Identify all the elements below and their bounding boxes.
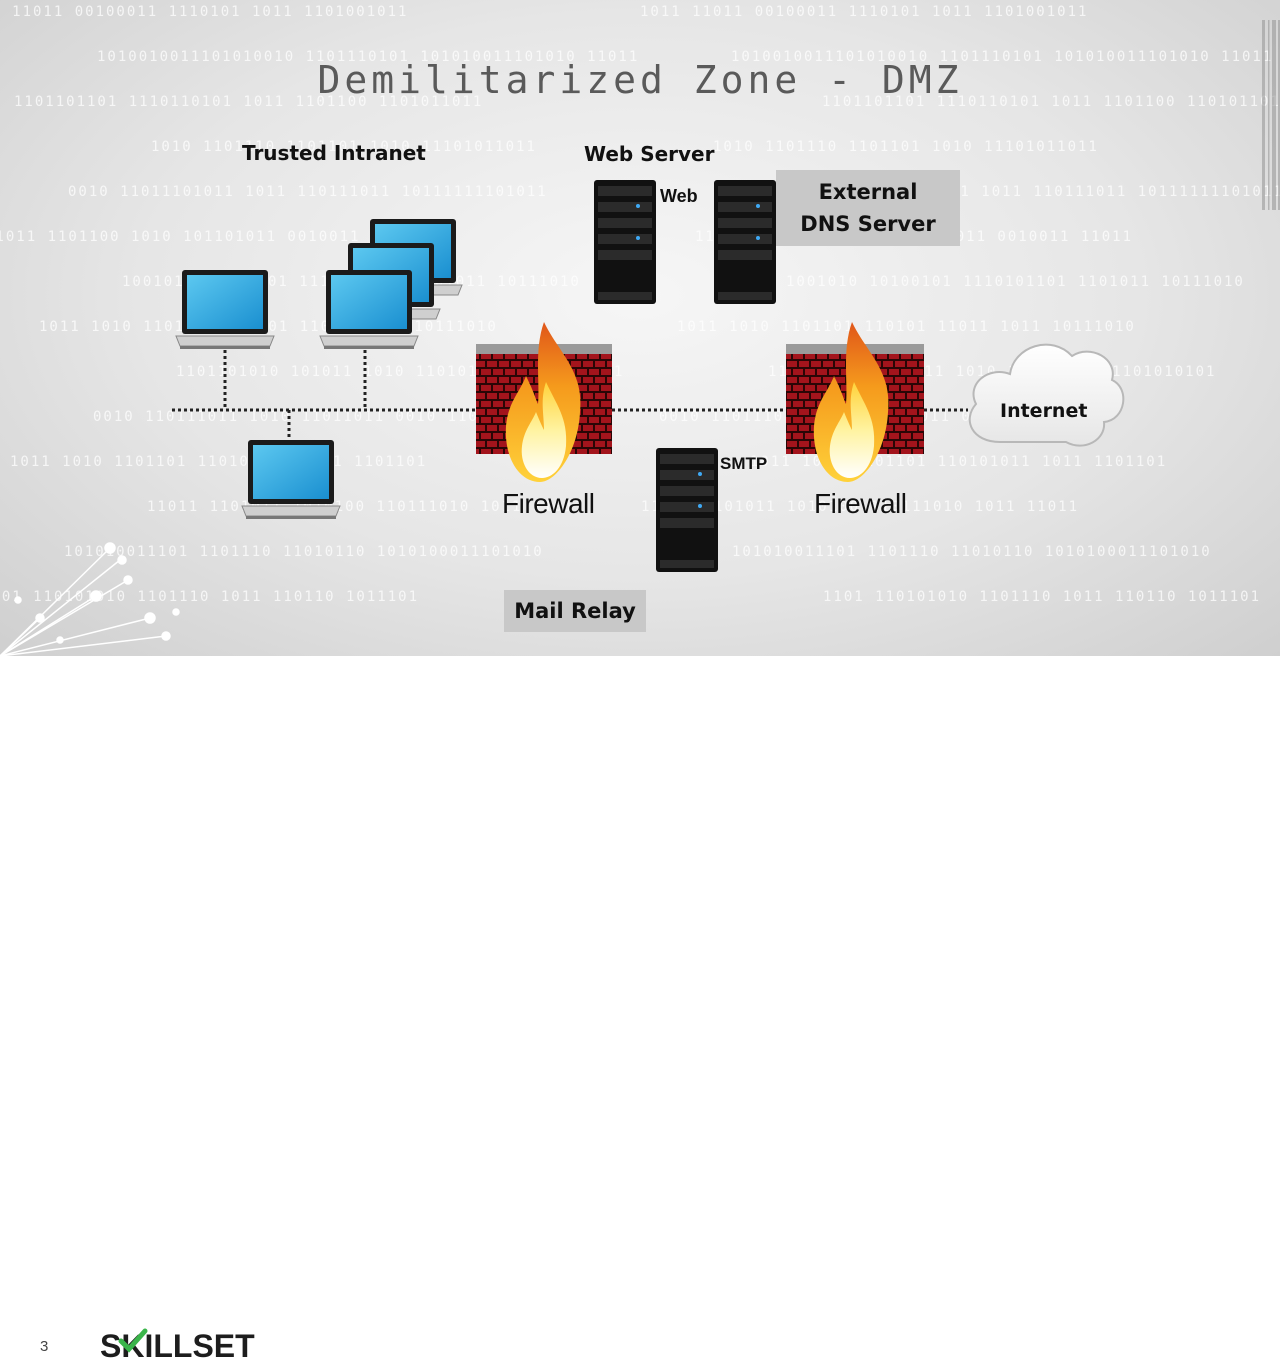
slide-canvas: 1011 11011 00100011 1110101 1011 1101001… bbox=[0, 0, 1280, 656]
smtp-server-tower bbox=[656, 448, 718, 572]
web-tag: Web bbox=[660, 186, 698, 206]
binary-row: 11011 1101100 1010 101101011 0010011 110… bbox=[0, 229, 424, 245]
firewall-left-flame-icon bbox=[505, 322, 581, 482]
binary-row: 1011 11011 00100011 1110101 1011 1101001… bbox=[640, 4, 1089, 20]
smtp-tag: SMTP bbox=[720, 454, 768, 473]
external-dns-label-text: External DNS Server bbox=[800, 180, 936, 236]
binary-row: 1010 1101110 1101101 1010 11101011011 bbox=[151, 139, 537, 155]
firewall-right-flame-icon bbox=[813, 322, 889, 482]
binary-row: 1011 11011 00100011 1110101 1011 1101001… bbox=[0, 4, 409, 20]
dns-server-tower bbox=[714, 180, 776, 304]
binary-row: 101010011101 1101110 11010110 1010100011… bbox=[64, 544, 544, 560]
binary-row: 1010 1101110 1101101 1010 11101011011 bbox=[713, 139, 1099, 155]
binary-row: 1101101101 1110110101 1011 1101100 11010… bbox=[822, 94, 1280, 110]
slide-title: Demilitarized Zone - DMZ bbox=[317, 58, 963, 102]
logo-check-icon bbox=[118, 1328, 148, 1353]
dmz-diagram bbox=[0, 20, 1280, 656]
binary-row: 1101 110101010 1101110 1011 110110 10111… bbox=[823, 589, 1262, 605]
binary-row: 1001010 10100101 1110101101 1101011 1011… bbox=[786, 274, 1245, 290]
binary-row: 1101 110101010 1101110 1011 110110 10111… bbox=[0, 589, 420, 605]
binary-row: 1010010011101010010 1101110101 101010011… bbox=[731, 49, 1274, 65]
binary-row: 11011 1101011 1010100 110111010 1011 110… bbox=[641, 499, 1080, 515]
page-number: 3 bbox=[40, 1338, 49, 1355]
internet-label: Internet bbox=[1000, 400, 1088, 422]
binary-row: 1010010011101010010 1101110101 101010011… bbox=[97, 49, 640, 65]
binary-row: 1011 1010 1101101 110101 11011 1011 1011… bbox=[677, 319, 1136, 335]
firewall-right-label: Firewall bbox=[814, 488, 907, 519]
network-lines bbox=[172, 350, 968, 442]
decorative-barcode-icon bbox=[1262, 20, 1280, 210]
slide-footer: 3 SKILLSET bbox=[0, 656, 1280, 1364]
trusted-intranet-label: Trusted Intranet bbox=[242, 141, 426, 165]
internet-cloud-icon bbox=[968, 343, 1125, 447]
binary-row: 1101101101 1110110101 1011 1101100 11010… bbox=[14, 94, 484, 110]
laptop-4 bbox=[241, 440, 341, 519]
laptop-2 bbox=[319, 270, 419, 349]
laptop-1 bbox=[175, 270, 275, 349]
external-dns-label: External DNS Server bbox=[776, 170, 960, 246]
mail-relay-label: Mail Relay bbox=[504, 590, 646, 632]
web-server-label: Web Server bbox=[584, 142, 715, 166]
binary-row: 101010011101 1101110 11010110 1010100011… bbox=[732, 544, 1212, 560]
binary-row: 0010 110111011 1010 11011011 0010 110111… bbox=[93, 409, 521, 425]
web-server-tower bbox=[594, 180, 656, 304]
decorative-node-network-icon bbox=[0, 542, 180, 656]
binary-row: 0010 11011101011 1011 110111011 10111111… bbox=[68, 184, 548, 200]
firewall-left-label: Firewall bbox=[502, 488, 595, 519]
